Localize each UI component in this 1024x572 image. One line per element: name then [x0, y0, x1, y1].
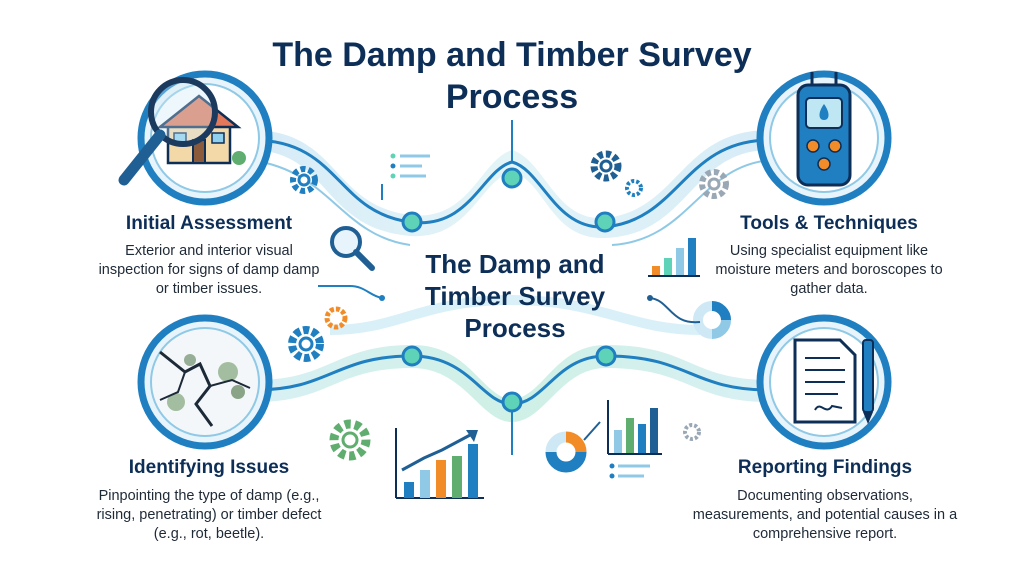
donut-chart-icon-lower: [545, 421, 601, 473]
moisture-meter-icon: [756, 70, 892, 206]
step-title-initial-assessment: Initial Assessment: [125, 213, 293, 234]
center-title: The Damp and Timber Survey Process: [424, 249, 606, 343]
gear-icon-center-right: [590, 150, 622, 182]
gear-icon-left-mid: [288, 326, 324, 362]
step-title-identifying-issues: Identifying Issues: [128, 457, 290, 478]
bar-chart-icon-lower: [607, 400, 662, 479]
bar-chart-icon-upper: [648, 238, 700, 277]
gear-icon-right-upper: [699, 169, 729, 199]
page-title: The Damp and Timber Survey Process: [272, 36, 752, 116]
report-document-icon: [756, 314, 892, 450]
list-lines-icon: [381, 153, 430, 200]
cracked-wall-icon: [137, 314, 273, 450]
flow-nodes: [401, 167, 617, 413]
donut-chart-icon-right: [647, 295, 731, 339]
gear-icon-left-upper: [290, 166, 318, 194]
upper-flow-band: [249, 120, 773, 246]
gear-icon-lower-right: [683, 423, 701, 441]
step-description-tools-techniques: Using specialist equipment like moisture…: [715, 243, 943, 297]
step-description-reporting-findings: Documenting observations, measurements, …: [692, 488, 958, 542]
gear-icon-orange: [324, 306, 348, 330]
step-description-identifying-issues: Pinpointing the type of damp (e.g., risi…: [96, 488, 322, 542]
search-icon: [330, 226, 375, 271]
step-title-tools-techniques: Tools & Techniques: [740, 213, 918, 234]
connector-line: [318, 285, 383, 299]
magnifier-house-icon: [118, 70, 273, 206]
trend-chart-icon: [395, 428, 484, 499]
gear-icon-lower-left: [329, 419, 371, 461]
step-title-reporting-findings: Reporting Findings: [737, 457, 913, 478]
step-description-initial-assessment: Exterior and interior visual inspection …: [98, 243, 320, 297]
gear-icon-small: [625, 179, 643, 197]
